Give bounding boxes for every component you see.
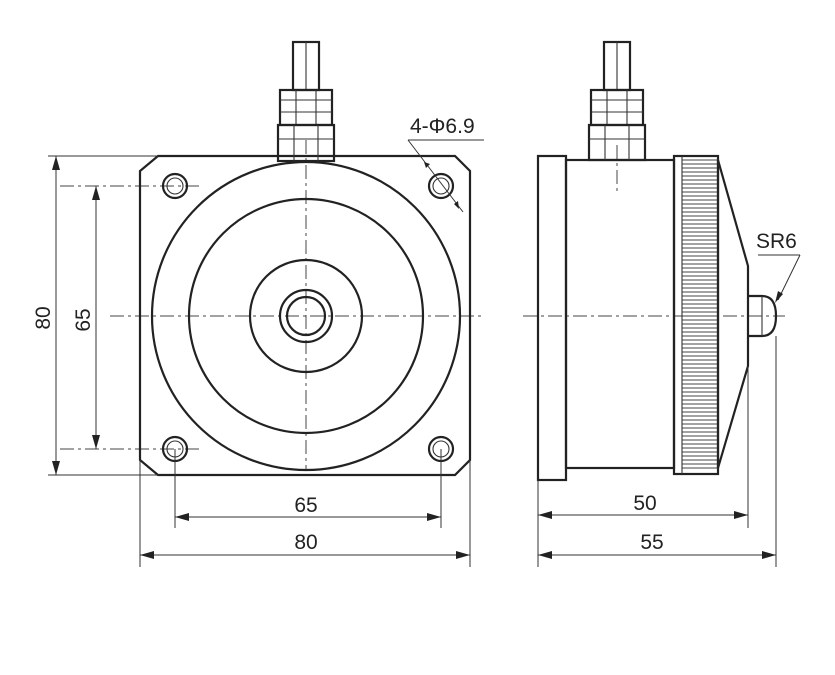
knurl-pattern	[682, 159, 718, 469]
front-view: 4-Φ6.9 80 65 65 80	[32, 40, 485, 567]
front-cable-gland	[276, 40, 336, 163]
mounting-hole-top-right	[427, 172, 455, 200]
load-button-inner	[285, 295, 327, 337]
dim-height-inner-label: 65	[72, 308, 95, 331]
load-button-outer	[278, 288, 334, 344]
dim-width-inner-label: 65	[294, 494, 317, 517]
mounting-hole-top-left	[161, 172, 189, 200]
spherical-load-button	[748, 294, 778, 338]
middle-body-circle	[187, 197, 425, 435]
dim-side-total-label: 55	[640, 531, 663, 554]
hole-callout-label: 4-Φ6.9	[410, 115, 475, 138]
dim-width-outer-label: 80	[294, 531, 317, 554]
side-view: SR6 50 55	[523, 40, 801, 567]
sphere-radius-label: SR6	[756, 230, 797, 253]
dim-side-body-label: 50	[633, 492, 656, 515]
inner-boss-circle	[248, 258, 364, 374]
dim-height-outer-label: 80	[32, 306, 55, 329]
conical-end	[716, 159, 750, 469]
side-cable-gland	[587, 40, 647, 162]
square-flange	[138, 154, 472, 477]
side-flange-plate	[536, 154, 568, 482]
side-main-body	[564, 158, 676, 470]
